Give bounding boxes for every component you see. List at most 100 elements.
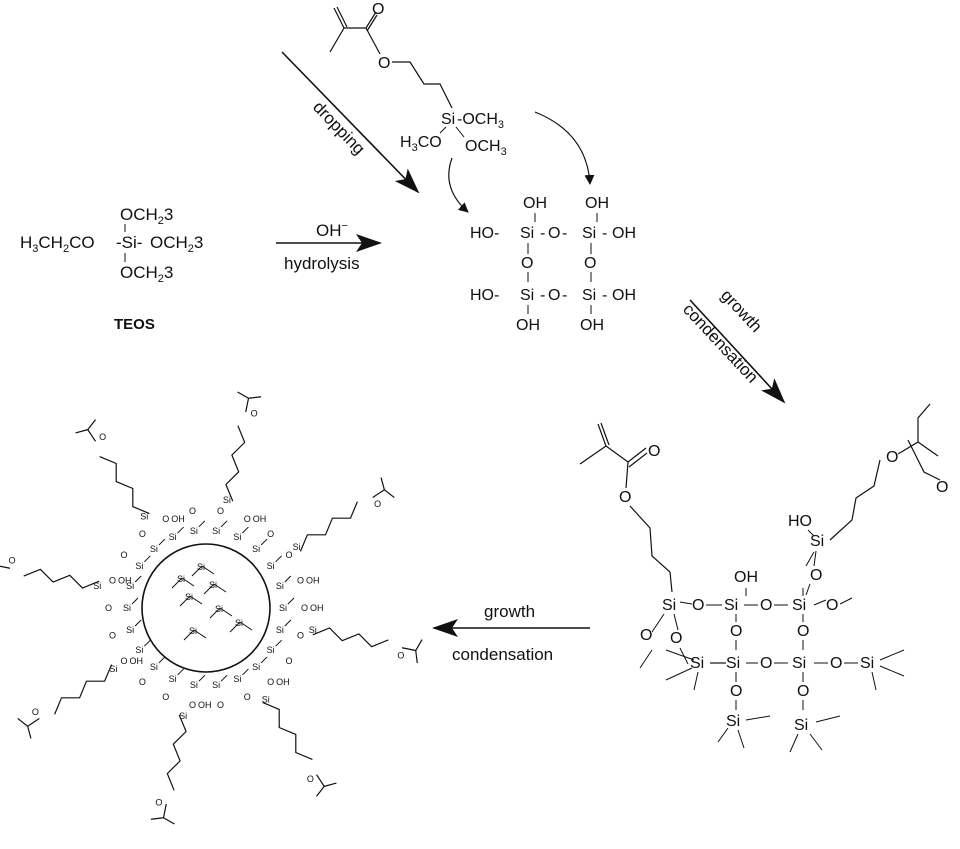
teos-right-group: OCH23: [150, 233, 203, 255]
teos-molecule: OCH23 H3CH2CO -Si- OCH23 OCH23 TEOS: [20, 205, 203, 333]
surface-oxygen: O: [267, 529, 274, 539]
growth-label-2: growth: [484, 602, 535, 621]
teos-top-group: OCH23: [120, 205, 173, 227]
svg-text:O: O: [730, 683, 742, 700]
mps-silicon: Si: [441, 111, 455, 128]
surface-hydroxyl: OH: [171, 514, 185, 524]
svg-text:OH: OH: [523, 195, 547, 212]
svg-text:O: O: [730, 623, 742, 640]
surface-oxygen: O: [189, 700, 196, 710]
svg-text:-: -: [540, 287, 545, 304]
arm-silicon: Si: [93, 581, 101, 591]
svg-text:Si: Si: [792, 655, 806, 672]
svg-text:-: -: [494, 287, 499, 304]
svg-text:Si: Si: [794, 717, 808, 734]
svg-text:O: O: [886, 449, 898, 466]
mps-h3co: H3CO: [400, 134, 442, 154]
surface-oxygen: O: [285, 656, 292, 666]
surface-hydroxyl: OH: [276, 677, 290, 687]
surface-oxygen: O: [301, 603, 308, 613]
svg-text:O: O: [760, 655, 772, 672]
svg-text:O: O: [640, 627, 652, 644]
svg-text:HO: HO: [470, 287, 494, 304]
teos-left-group: H3CH2CO: [20, 233, 95, 255]
svg-text:O: O: [797, 683, 809, 700]
surface-oxygen: O: [217, 700, 224, 710]
surface-oxygen: O: [162, 514, 169, 524]
mps-carbonyl-o: O: [372, 1, 384, 18]
surface-oxygen: O: [139, 677, 146, 687]
surface-hydroxyl: OH: [306, 575, 320, 585]
surface-silicon: Si: [276, 625, 284, 635]
surface-silicon: Si: [126, 625, 134, 635]
surface-silicon: Si: [169, 674, 177, 684]
svg-text:Si: Si: [726, 655, 740, 672]
svg-text:O: O: [648, 443, 660, 460]
svg-text:OH: OH: [516, 317, 540, 334]
mps-och3-a: -OCH3: [457, 111, 504, 131]
svg-text:-: -: [540, 225, 545, 242]
svg-text:Si: Si: [724, 597, 738, 614]
surface-silicon: Si: [267, 561, 275, 571]
growth-label-1: growth: [717, 286, 766, 336]
arm-carbonyl-o: O: [397, 651, 404, 661]
arm-silicon: Si: [309, 625, 317, 635]
mps-och3-b: OCH3: [465, 138, 507, 158]
surface-hydroxyl: OH: [310, 603, 324, 613]
surface-oxygen: O: [121, 550, 128, 560]
teos-label: TEOS: [114, 316, 155, 333]
svg-text:Si: Si: [520, 225, 534, 242]
surface-silicon: Si: [135, 561, 143, 571]
condensation-label-2: condensation: [452, 645, 553, 664]
surface-oxygen: O: [244, 692, 251, 702]
mps-ester-o: O: [378, 55, 390, 72]
svg-text:O: O: [619, 489, 631, 506]
surface-oxygen: O: [267, 677, 274, 687]
surface-oxygen: O: [109, 575, 116, 585]
svg-text:OH: OH: [580, 317, 604, 334]
svg-text:Si: Si: [662, 597, 676, 614]
hydrolysis-label: hydrolysis: [284, 254, 360, 273]
arm-silicon: Si: [140, 511, 148, 521]
surface-oxygen: O: [162, 692, 169, 702]
siloxane-cluster: O O Si O O O OH Si O Si O O O Si Si O: [579, 403, 948, 753]
svg-text:Si: Si: [520, 287, 534, 304]
svg-text:-: -: [562, 225, 567, 242]
arm-carbonyl-o: O: [99, 432, 106, 442]
hydrolysis-reagent: OH−: [316, 220, 348, 240]
svg-text:O: O: [810, 567, 822, 584]
surface-silicon: Si: [252, 544, 260, 554]
svg-text:O: O: [584, 255, 596, 272]
arm-carbonyl-o: O: [374, 499, 381, 509]
svg-text:O: O: [521, 255, 533, 272]
arm-silicon: Si: [223, 495, 231, 505]
arm-silicon: Si: [179, 711, 187, 721]
arm-silicon: Si: [262, 695, 270, 705]
surface-silicon: Si: [150, 662, 158, 672]
surface-silicon: Si: [233, 674, 241, 684]
svg-text:O: O: [670, 630, 682, 647]
svg-text:O: O: [760, 597, 772, 614]
surface-silicon: Si: [212, 526, 220, 536]
surface-silicon: Si: [279, 603, 287, 613]
svg-text:O: O: [936, 479, 948, 496]
surface-oxygen: O: [244, 514, 251, 524]
svg-text:Si: Si: [690, 655, 704, 672]
arm-carbonyl-o: O: [251, 409, 258, 419]
arm-silicon: Si: [109, 664, 117, 674]
arm-carbonyl-o: O: [32, 707, 39, 717]
dropping-label: dropping: [309, 98, 369, 159]
svg-text:OH: OH: [734, 569, 758, 586]
svg-text:HO: HO: [788, 513, 812, 530]
surface-oxygen: O: [189, 506, 196, 516]
surface-hydroxyl: OH: [130, 656, 144, 666]
svg-text:Si: Si: [792, 597, 806, 614]
surface-hydroxyl: OH: [198, 700, 212, 710]
svg-text:OH: OH: [585, 195, 609, 212]
surface-silicon: Si: [267, 645, 275, 655]
svg-text:O: O: [692, 597, 704, 614]
surface-oxygen: O: [121, 656, 128, 666]
surface-oxygen: O: [109, 631, 116, 641]
